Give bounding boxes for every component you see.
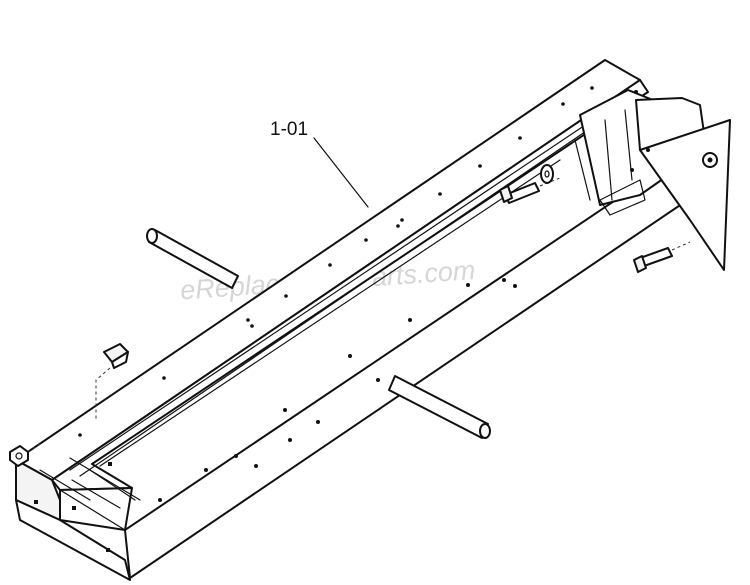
frame-rail [15,59,696,581]
axle-rod-front [388,375,491,439]
hex-nut [9,443,41,467]
callout-leader-line [313,137,369,208]
rail-outer-side [15,499,131,581]
rear-bracket [574,89,731,271]
part-callout-1-01: 1-01 [270,119,369,208]
top-face-holes [78,86,594,437]
hex-bolt-right [633,241,691,273]
callout-label: 1-01 [270,119,308,140]
washer-upper [540,164,554,184]
axle-rod-rear [146,228,239,289]
hex-bolt-upper [499,177,561,204]
carriage-bolt-left [95,343,129,420]
